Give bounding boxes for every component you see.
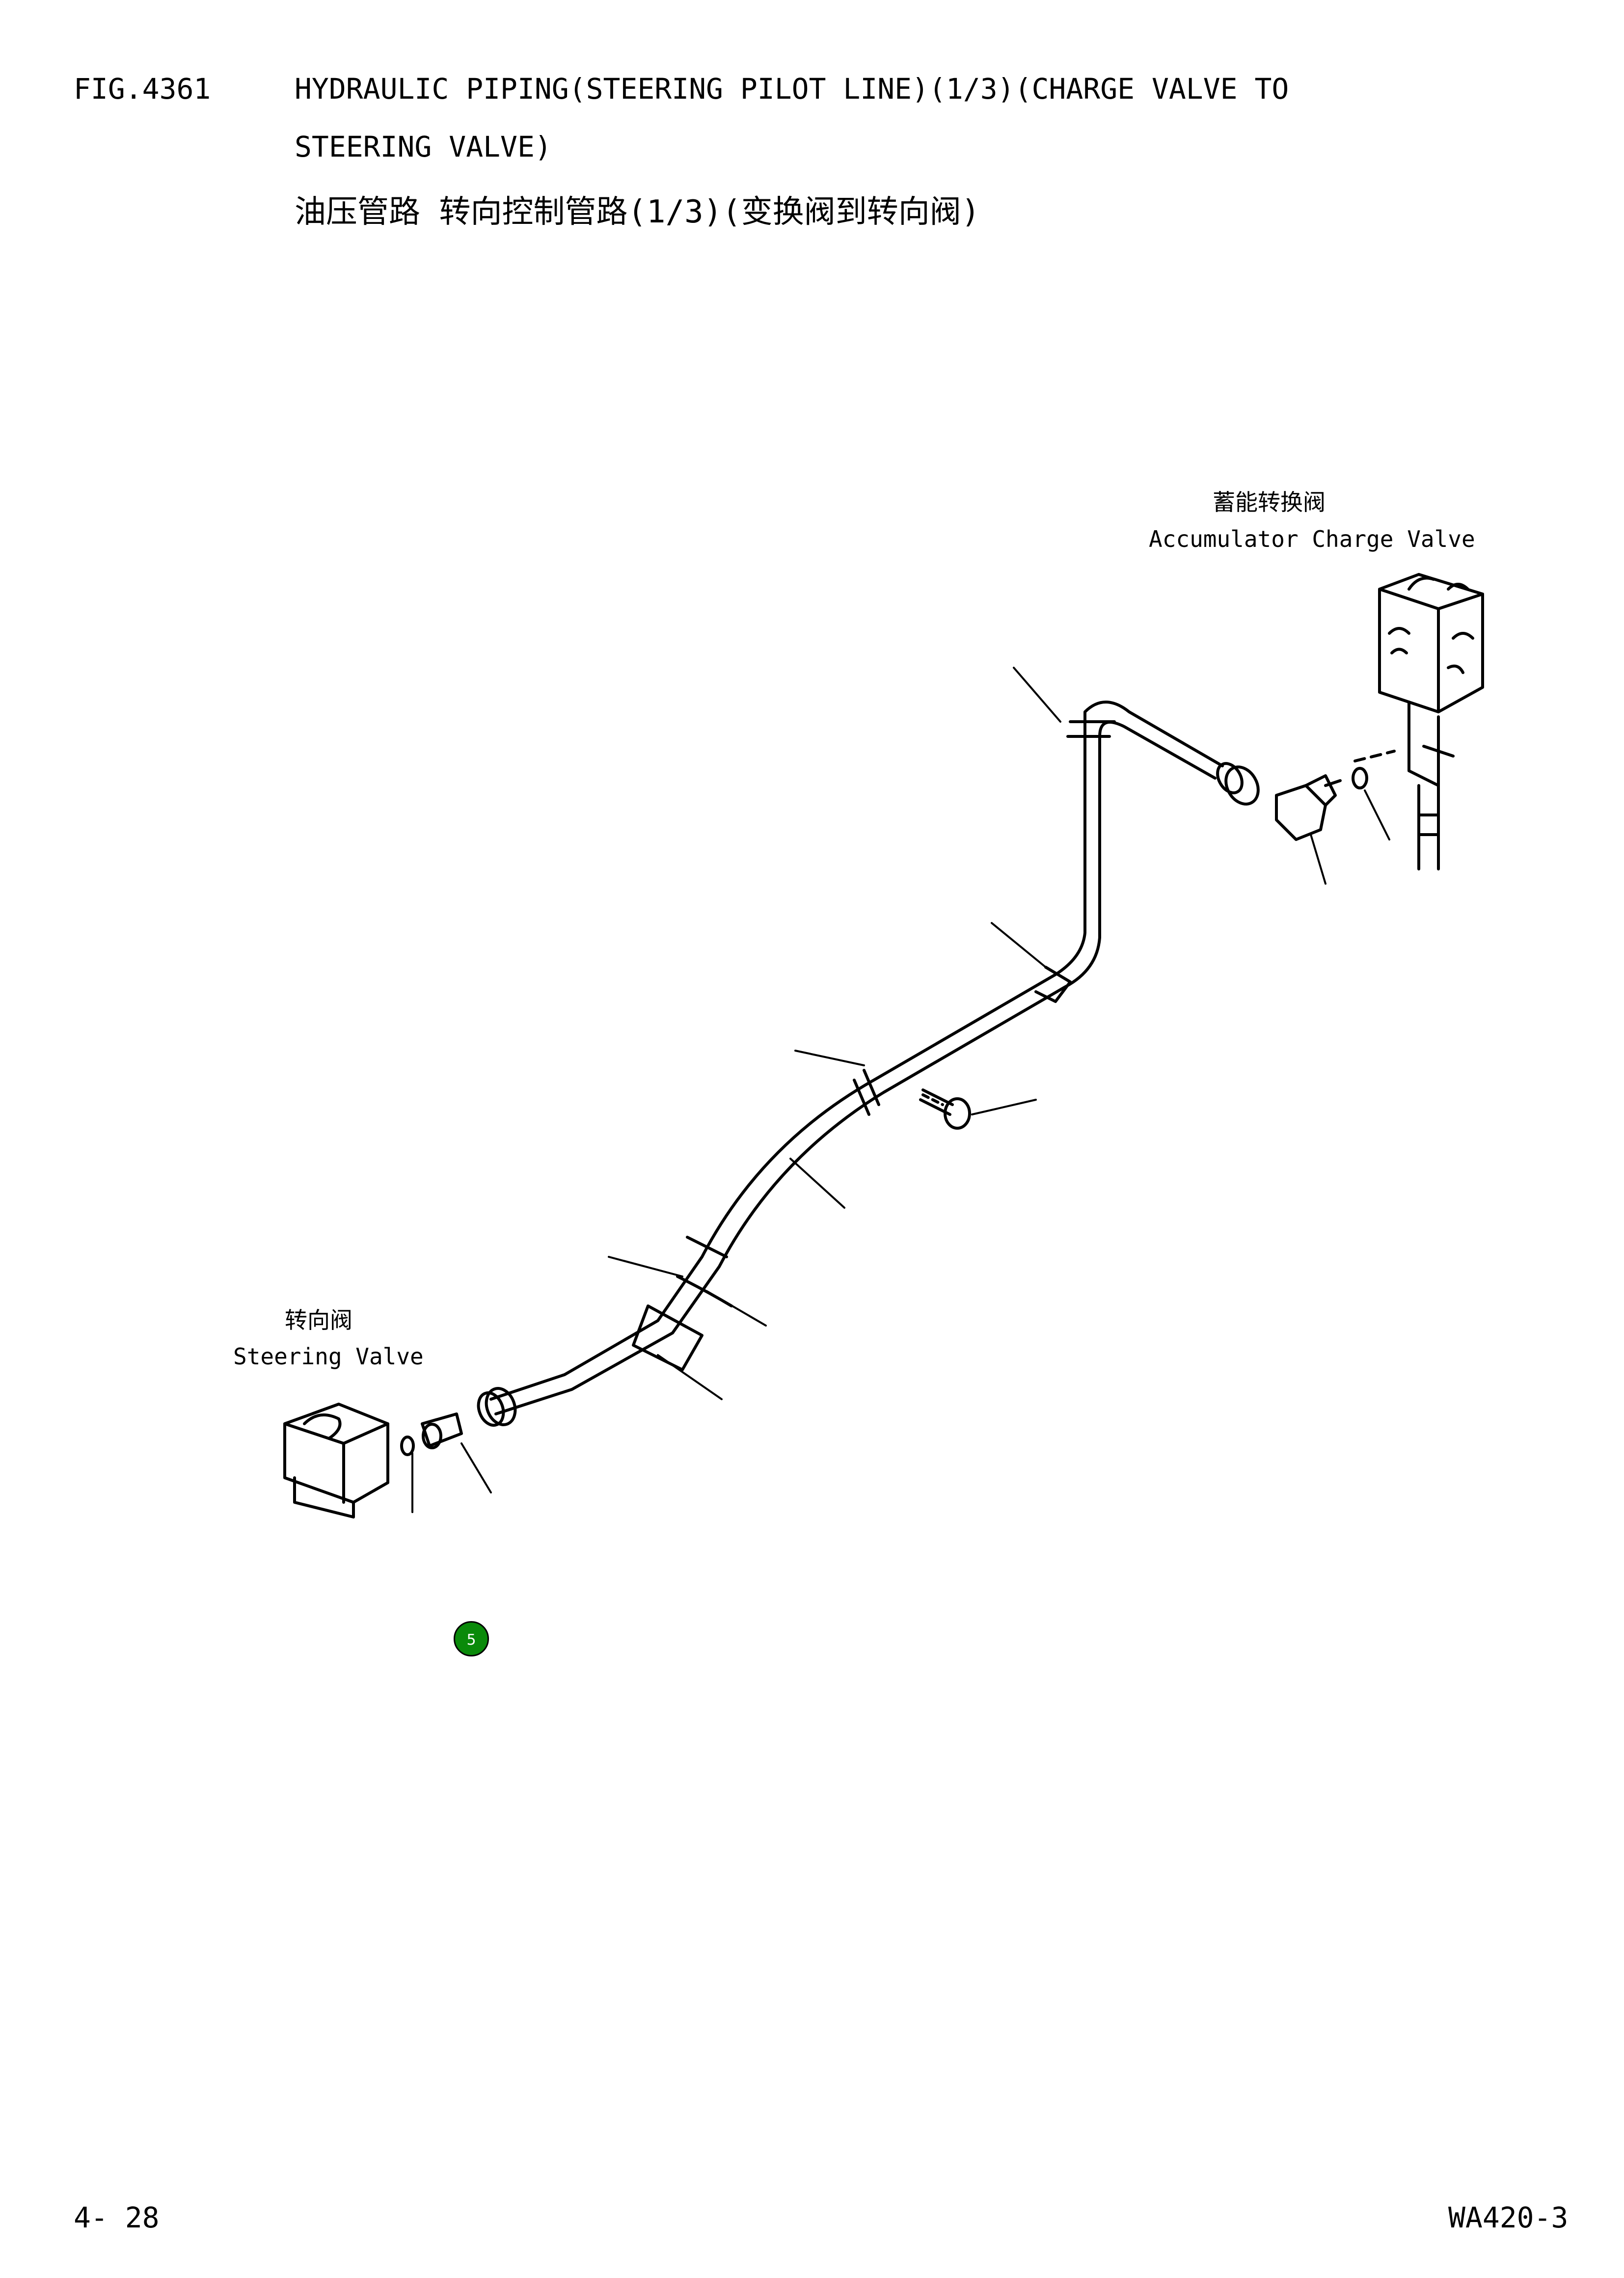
- figure-number: FIG.4361: [74, 72, 211, 106]
- o-ring-icon: [1352, 767, 1368, 789]
- connector-fitting-icon: [421, 1412, 463, 1449]
- steering-valve-label-cn: 转向阀: [285, 1307, 352, 1333]
- figure-title-cn: 油压管路 转向控制管路(1/3)(变换阀到转向阀): [295, 194, 980, 230]
- steering-valve-icon: [283, 1403, 389, 1519]
- o-ring-icon: [400, 1436, 415, 1456]
- steering-valve-label-en: Steering Valve: [233, 1343, 424, 1370]
- callout-number: 5: [466, 1631, 476, 1649]
- accumulator-charge-valve-icon: [1378, 573, 1484, 870]
- figure-title-en-line2: STEERING VALVE): [295, 130, 552, 163]
- elbow-fitting-icon: [1275, 774, 1342, 841]
- page-number: 4- 28: [74, 2201, 160, 2234]
- figure-title-en-line1: HYDRAULIC PIPING(STEERING PILOT LINE)(1/…: [295, 72, 1289, 106]
- model-number: WA420-3: [1448, 2201, 1569, 2234]
- clamp-icon: [632, 1236, 733, 1371]
- leader-lines: [411, 667, 1390, 1513]
- bolt-icon: [919, 1088, 971, 1130]
- callout-marker-5[interactable]: 5: [454, 1621, 489, 1656]
- steering-pilot-pipe: [489, 701, 1224, 1415]
- accumulator-charge-valve-label-cn: 蓄能转换阀: [1213, 489, 1326, 515]
- accumulator-charge-valve-label-en: Accumulator Charge Valve: [1149, 526, 1475, 552]
- clamp-icon: [853, 720, 1116, 1116]
